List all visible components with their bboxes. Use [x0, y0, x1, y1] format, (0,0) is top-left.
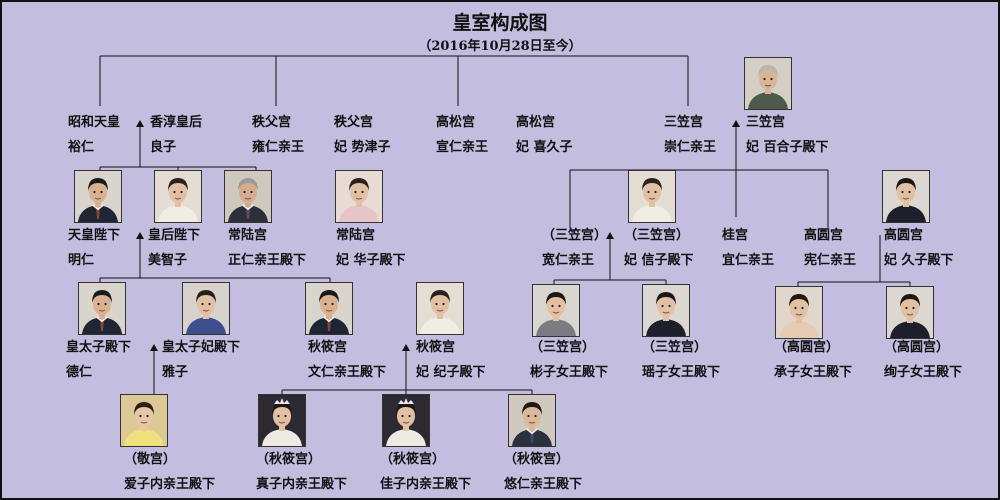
person-label-akishino-title: 秋筱宫 — [308, 340, 348, 355]
tomohito-marriage-arrow — [606, 232, 614, 239]
page-subtitle: （2016年10月28日至今） — [418, 39, 582, 54]
person-label-akishino_w-title: 秋筱宫 — [416, 340, 456, 355]
portrait-akiko — [532, 284, 580, 337]
person-label-kako-name: 佳子内亲王殿下 — [380, 477, 472, 492]
person-label-tsuguko-name: 承子女王殿下 — [774, 365, 853, 380]
person-label-empress-name: 美智子 — [148, 253, 188, 268]
person-label-empress-title: 皇后陛下 — [148, 228, 201, 243]
person-label-tomohito_w-title: （三笠宫） — [624, 228, 690, 243]
person-label-aiko-title: （敬宫） — [124, 452, 177, 467]
person-label-yoko-title: （三笠宫） — [642, 340, 708, 355]
person-label-takamatsu_w-name: 妃 喜久子 — [516, 140, 573, 155]
showa-marriage-arrow — [136, 120, 144, 127]
portrait-hitachi — [224, 170, 272, 223]
person-label-ayako-title: （高圆宫） — [884, 340, 950, 355]
person-label-akishino_w-name: 妃 纪子殿下 — [416, 365, 486, 380]
person-label-crownprincess-title: 皇太子妃殿下 — [162, 340, 241, 355]
person-label-katsura-title: 桂宫 — [722, 228, 749, 243]
person-label-crownprincess-name: 雅子 — [162, 365, 189, 380]
person-label-emperor-name: 明仁 — [68, 253, 95, 268]
person-label-hitachi_w-title: 常陆宫 — [336, 228, 376, 243]
person-label-chichibu-name: 雍仁亲王 — [252, 140, 305, 155]
person-label-akiko-title: （三笠宫） — [530, 340, 596, 355]
person-label-akishino-name: 文仁亲王殿下 — [308, 365, 387, 380]
person-label-emperor-title: 天皇陛下 — [68, 228, 121, 243]
person-label-takamado-title: 高圆宫 — [804, 228, 844, 243]
portrait-empress — [154, 170, 202, 223]
person-label-mikasa_w-name: 妃 百合子殿下 — [746, 140, 829, 155]
person-label-takamado_w-name: 妃 久子殿下 — [884, 253, 954, 268]
person-label-mako-title: （秋筱宫） — [256, 452, 322, 467]
portrait-akishino — [305, 282, 353, 335]
portrait-akishino_w — [416, 282, 464, 335]
portrait-crownprincess — [182, 282, 230, 335]
person-label-hisahito-name: 悠仁亲王殿下 — [504, 477, 583, 492]
person-label-chichibu-title: 秩父宫 — [252, 115, 292, 130]
person-label-chichibu_w-title: 秩父宫 — [334, 115, 374, 130]
person-label-hitachi-name: 正仁亲王殿下 — [228, 253, 307, 268]
person-label-hitachi_w-name: 妃 华子殿下 — [336, 253, 406, 268]
akishino-marriage-arrow — [402, 344, 410, 351]
portrait-aiko — [120, 394, 168, 447]
portrait-emperor — [74, 170, 122, 223]
person-label-showa-name: 裕仁 — [68, 140, 95, 155]
portrait-kako — [382, 394, 430, 447]
portrait-yoko — [642, 284, 690, 337]
portrait-tsuguko — [775, 286, 823, 339]
person-label-hitachi-title: 常陆宫 — [228, 228, 268, 243]
person-label-mako-name: 真子内亲王殿下 — [256, 477, 348, 492]
person-label-kojun-name: 良子 — [150, 140, 177, 155]
person-label-takamatsu_w-title: 高松宫 — [516, 115, 556, 130]
person-label-mikasa-title: 三笠宫 — [664, 115, 704, 130]
portrait-mikasa_w — [744, 57, 792, 110]
person-label-showa-title: 昭和天皇 — [68, 115, 121, 130]
portrait-takamado_w — [882, 170, 930, 223]
person-label-crownprince-name: 德仁 — [66, 365, 93, 380]
crownprince-marriage-arrow — [150, 344, 158, 351]
person-label-tsuguko-title: （高圆宫） — [774, 340, 840, 355]
person-label-tomohito-title: （三笠宫） — [542, 228, 608, 243]
person-label-hisahito-title: （秋筱宫） — [504, 452, 570, 467]
portrait-ayako — [886, 286, 934, 339]
person-label-crownprince-title: 皇太子殿下 — [66, 340, 132, 355]
person-label-tomohito-name: 宽仁亲王 — [542, 253, 595, 268]
person-label-akiko-name: 彬子女王殿下 — [530, 365, 609, 380]
portrait-hisahito — [508, 394, 556, 447]
emperor-marriage-arrow — [136, 232, 144, 239]
person-label-takamado-name: 宪仁亲王 — [804, 253, 857, 268]
portrait-mako — [258, 394, 306, 447]
portrait-hitachi_w — [335, 170, 383, 223]
person-label-tomohito_w-name: 妃 信子殿下 — [624, 253, 694, 268]
person-label-takamado_w-title: 高圆宫 — [884, 228, 924, 243]
person-label-yoko-name: 瑶子女王殿下 — [642, 365, 721, 380]
portrait-crownprince — [78, 282, 126, 335]
person-label-mikasa-name: 崇仁亲王 — [664, 140, 717, 155]
person-label-aiko-name: 爱子内亲王殿下 — [124, 477, 216, 492]
mikasa-marriage-arrow — [732, 120, 740, 127]
person-label-katsura-name: 宜仁亲王 — [722, 253, 775, 268]
portrait-tomohito_w — [628, 170, 676, 223]
person-label-takamatsu-title: 高松宫 — [436, 115, 476, 130]
page-title: 皇室构成图 — [452, 12, 548, 34]
person-label-kojun-title: 香淳皇后 — [150, 115, 203, 130]
person-label-mikasa_w-title: 三笠宫 — [746, 115, 786, 130]
person-label-kako-title: （秋筱宫） — [380, 452, 446, 467]
person-label-chichibu_w-name: 妃 势津子 — [334, 140, 391, 155]
person-label-takamatsu-name: 宣仁亲王 — [436, 140, 489, 155]
person-label-ayako-name: 绚子女王殿下 — [884, 365, 963, 380]
